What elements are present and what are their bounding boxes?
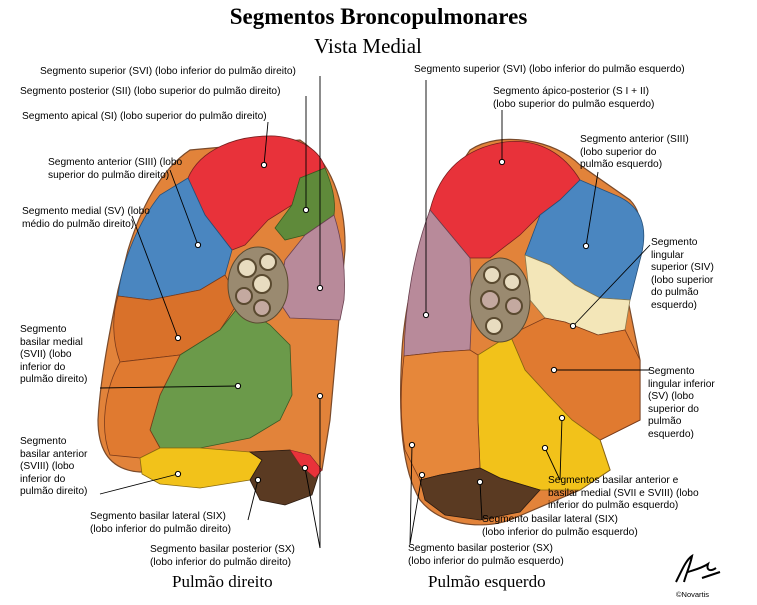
right-lung	[97, 135, 346, 506]
right-bronchus-5	[253, 299, 271, 317]
right-leader-lines	[99, 76, 321, 549]
copyright: ©Novartis	[676, 590, 710, 599]
page-subtitle: Vista Medial	[314, 34, 422, 58]
page-title: Segmentos Broncopulmonares	[229, 4, 528, 29]
right-bronchus-2	[259, 253, 277, 271]
right-seg-superior	[277, 214, 345, 321]
left-bronchus-5	[485, 317, 503, 335]
left-seg-superior	[403, 209, 473, 357]
label-right-superior: Segmento superior (SVI) (lobo inferior d…	[40, 66, 296, 77]
right-seg-red-tip	[289, 449, 323, 479]
left-seg-basal-posterior	[419, 467, 541, 521]
right-seg-basal-lateral	[139, 447, 263, 489]
label-right-medial: Segmento medial (SV) (lobo médio do pulm…	[22, 206, 150, 230]
pointer-dots	[174, 158, 590, 486]
label-left-basal-posterior: Segmento basilar posterior (SX) (lobo in…	[408, 543, 564, 567]
right-bronchus-3	[252, 274, 272, 294]
label-right-posterior: Segmento posterior (SII) (lobo superior …	[20, 86, 281, 97]
label-right-basal-lateral: Segmento basilar lateral (SIX) (lobo inf…	[90, 511, 231, 535]
left-seg-basal-lateral	[400, 349, 481, 481]
netter-signature-icon	[675, 553, 721, 583]
label-right-basal-posterior: Segmento basilar posterior (SX) (lobo in…	[150, 544, 295, 568]
right-bronchus-1	[237, 258, 257, 278]
right-bronchus-4	[235, 287, 253, 305]
label-left-superior: Segmento superior (SVI) (lobo inferior d…	[414, 64, 685, 75]
right-lung-caption: Pulmão direito	[172, 572, 273, 591]
label-left-lingular-inferior: Segmento lingular inferior (SV) (lobo su…	[648, 366, 715, 440]
label-right-anterior: Segmento anterior (SIII) (lobo superior …	[48, 157, 183, 181]
label-left-basal-ant-med: Segmentos basilar anterior e basilar med…	[548, 475, 699, 512]
label-left-anterior: Segmento anterior (SIII) (lobo superior …	[580, 134, 689, 171]
right-seg-medial	[113, 274, 241, 363]
left-lung	[399, 138, 645, 526]
right-seg-basal-anterior	[104, 354, 181, 459]
label-left-apico-posterior: Segmento ápico-posterior (S I + II) (lob…	[493, 86, 655, 110]
left-bronchus-1	[483, 266, 501, 284]
left-leader-lines	[409, 80, 651, 545]
left-bronchus-4	[505, 297, 523, 315]
left-lung-caption: Pulmão esquerdo	[428, 572, 546, 591]
left-bronchus-3	[480, 290, 500, 310]
label-right-basal-medial: Segmento basilar medial (SVII) (lobo inf…	[20, 324, 88, 386]
left-bronchus-2	[503, 273, 521, 291]
label-left-basal-lateral: Segmento basilar lateral (SIX) (lobo inf…	[482, 514, 638, 538]
label-right-basal-anterior: Segmento basilar anterior (SVIII) (lobo …	[20, 436, 88, 498]
label-right-apical: Segmento apical (SI) (lobo superior do p…	[22, 111, 267, 122]
label-left-lingular-superior: Segmento lingular superior (SIV) (lobo s…	[651, 237, 714, 311]
